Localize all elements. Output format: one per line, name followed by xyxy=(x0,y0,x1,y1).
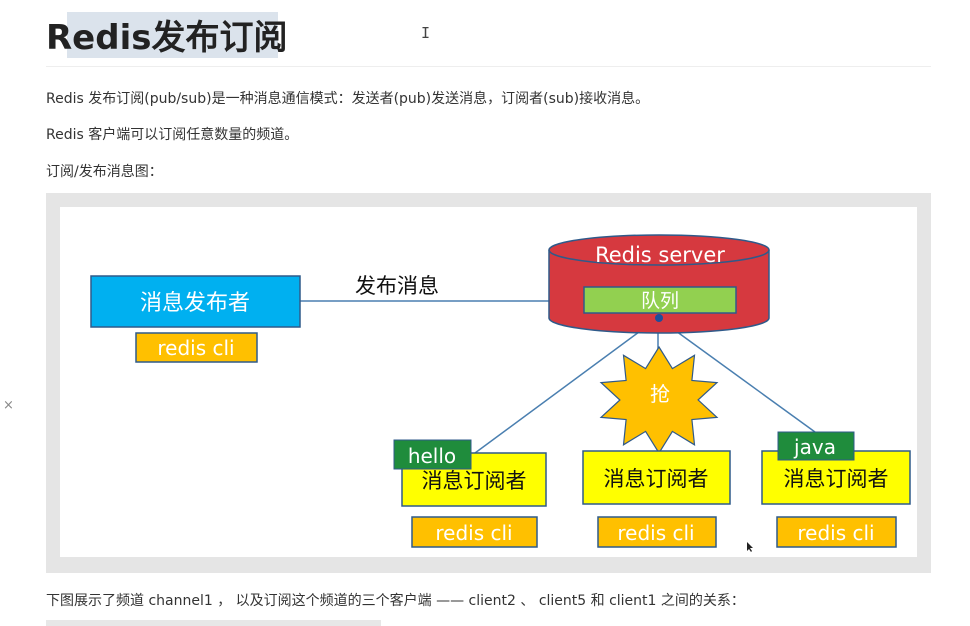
grab-label: 抢 xyxy=(650,382,670,406)
text-cursor-icon: I xyxy=(421,24,431,42)
queue-box xyxy=(583,286,737,314)
title-divider xyxy=(46,66,931,67)
next-figure-edge xyxy=(46,620,381,626)
diagram-caption: 订阅/发布消息图： xyxy=(46,164,163,180)
java-tag-box xyxy=(777,431,855,461)
queue-node xyxy=(655,314,663,322)
title-highlight xyxy=(67,12,278,58)
subscriber-client-label-right: redis cli xyxy=(797,521,874,545)
publish-message-label: 发布消息 xyxy=(355,274,439,298)
subscriber-client-label-left: redis cli xyxy=(435,521,512,545)
subscriber-label-center: 消息订阅者 xyxy=(604,467,709,491)
redis-server-top xyxy=(548,234,770,266)
publisher-label: 消息发布者 xyxy=(140,291,250,316)
client-paragraph: Redis 客户端可以订阅任意数量的频道。 xyxy=(46,127,299,143)
hello-tag-box xyxy=(393,439,472,470)
intro-paragraph: Redis 发布订阅(pub/sub)是一种消息通信模式：发送者(pub)发送消… xyxy=(46,91,650,107)
page-title: Redis发布订阅 xyxy=(46,18,288,58)
mouse-pointer-icon xyxy=(747,542,753,552)
subscriber-client-box-center xyxy=(597,516,717,548)
subscriber-client-label-center: redis cli xyxy=(617,521,694,545)
java-tag-label: java xyxy=(793,435,836,459)
redis-server-label: Redis server xyxy=(595,243,725,267)
publisher-client-label: redis cli xyxy=(157,336,234,360)
hello-tag-label: hello xyxy=(408,444,456,468)
publisher-client-box xyxy=(135,332,258,363)
subscriber-label-right: 消息订阅者 xyxy=(784,467,889,491)
queue-label: 队列 xyxy=(641,290,679,312)
subscriber-box-center xyxy=(582,450,731,505)
channel-paragraph: 下图展示了频道 channel1 ， 以及订阅这个频道的三个客户端 —— cli… xyxy=(46,593,745,609)
subscriber-client-box-right xyxy=(776,516,897,548)
subscriber-label-left: 消息订阅者 xyxy=(422,469,527,493)
subscriber-line-right xyxy=(657,317,816,433)
publisher-box xyxy=(90,275,301,328)
subscriber-client-box-left xyxy=(411,516,538,548)
subscriber-line-left xyxy=(474,317,659,454)
close-icon[interactable]: × xyxy=(3,398,14,413)
